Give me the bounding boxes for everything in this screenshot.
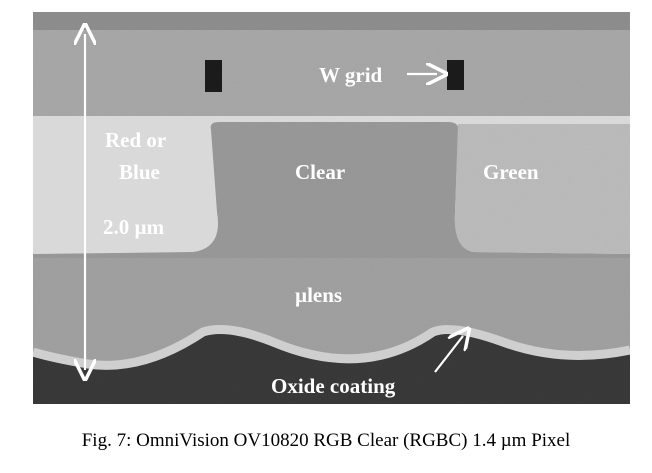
sem-image: W grid Red or Blue 2.0 µm Clear Green µl… [33,12,630,404]
label-micro-lens: µlens [295,283,342,307]
w-grid-block-left [205,60,222,92]
top-band [33,30,630,122]
top-strip [33,12,630,30]
label-size: 2.0 µm [103,215,165,239]
w-grid-block-right [447,60,464,90]
label-green: Green [483,160,539,184]
oxide-arrow [434,336,463,373]
figure-caption: Fig. 7: OmniVision OV10820 RGB Clear (RG… [81,430,571,451]
oxide-coating-layer [33,325,630,370]
label-red-or: Red or [105,128,166,152]
micro-lens-layer [33,258,630,366]
sem-cross-section-figure: W grid Red or Blue 2.0 µm Clear Green µl… [33,12,630,404]
label-blue: Blue [119,160,160,184]
label-w-grid: W grid [319,63,383,87]
label-clear: Clear [295,160,345,184]
clear-filter-block [33,122,630,274]
green-filter-block [454,124,630,254]
label-oxide-coating: Oxide coating [271,374,396,398]
